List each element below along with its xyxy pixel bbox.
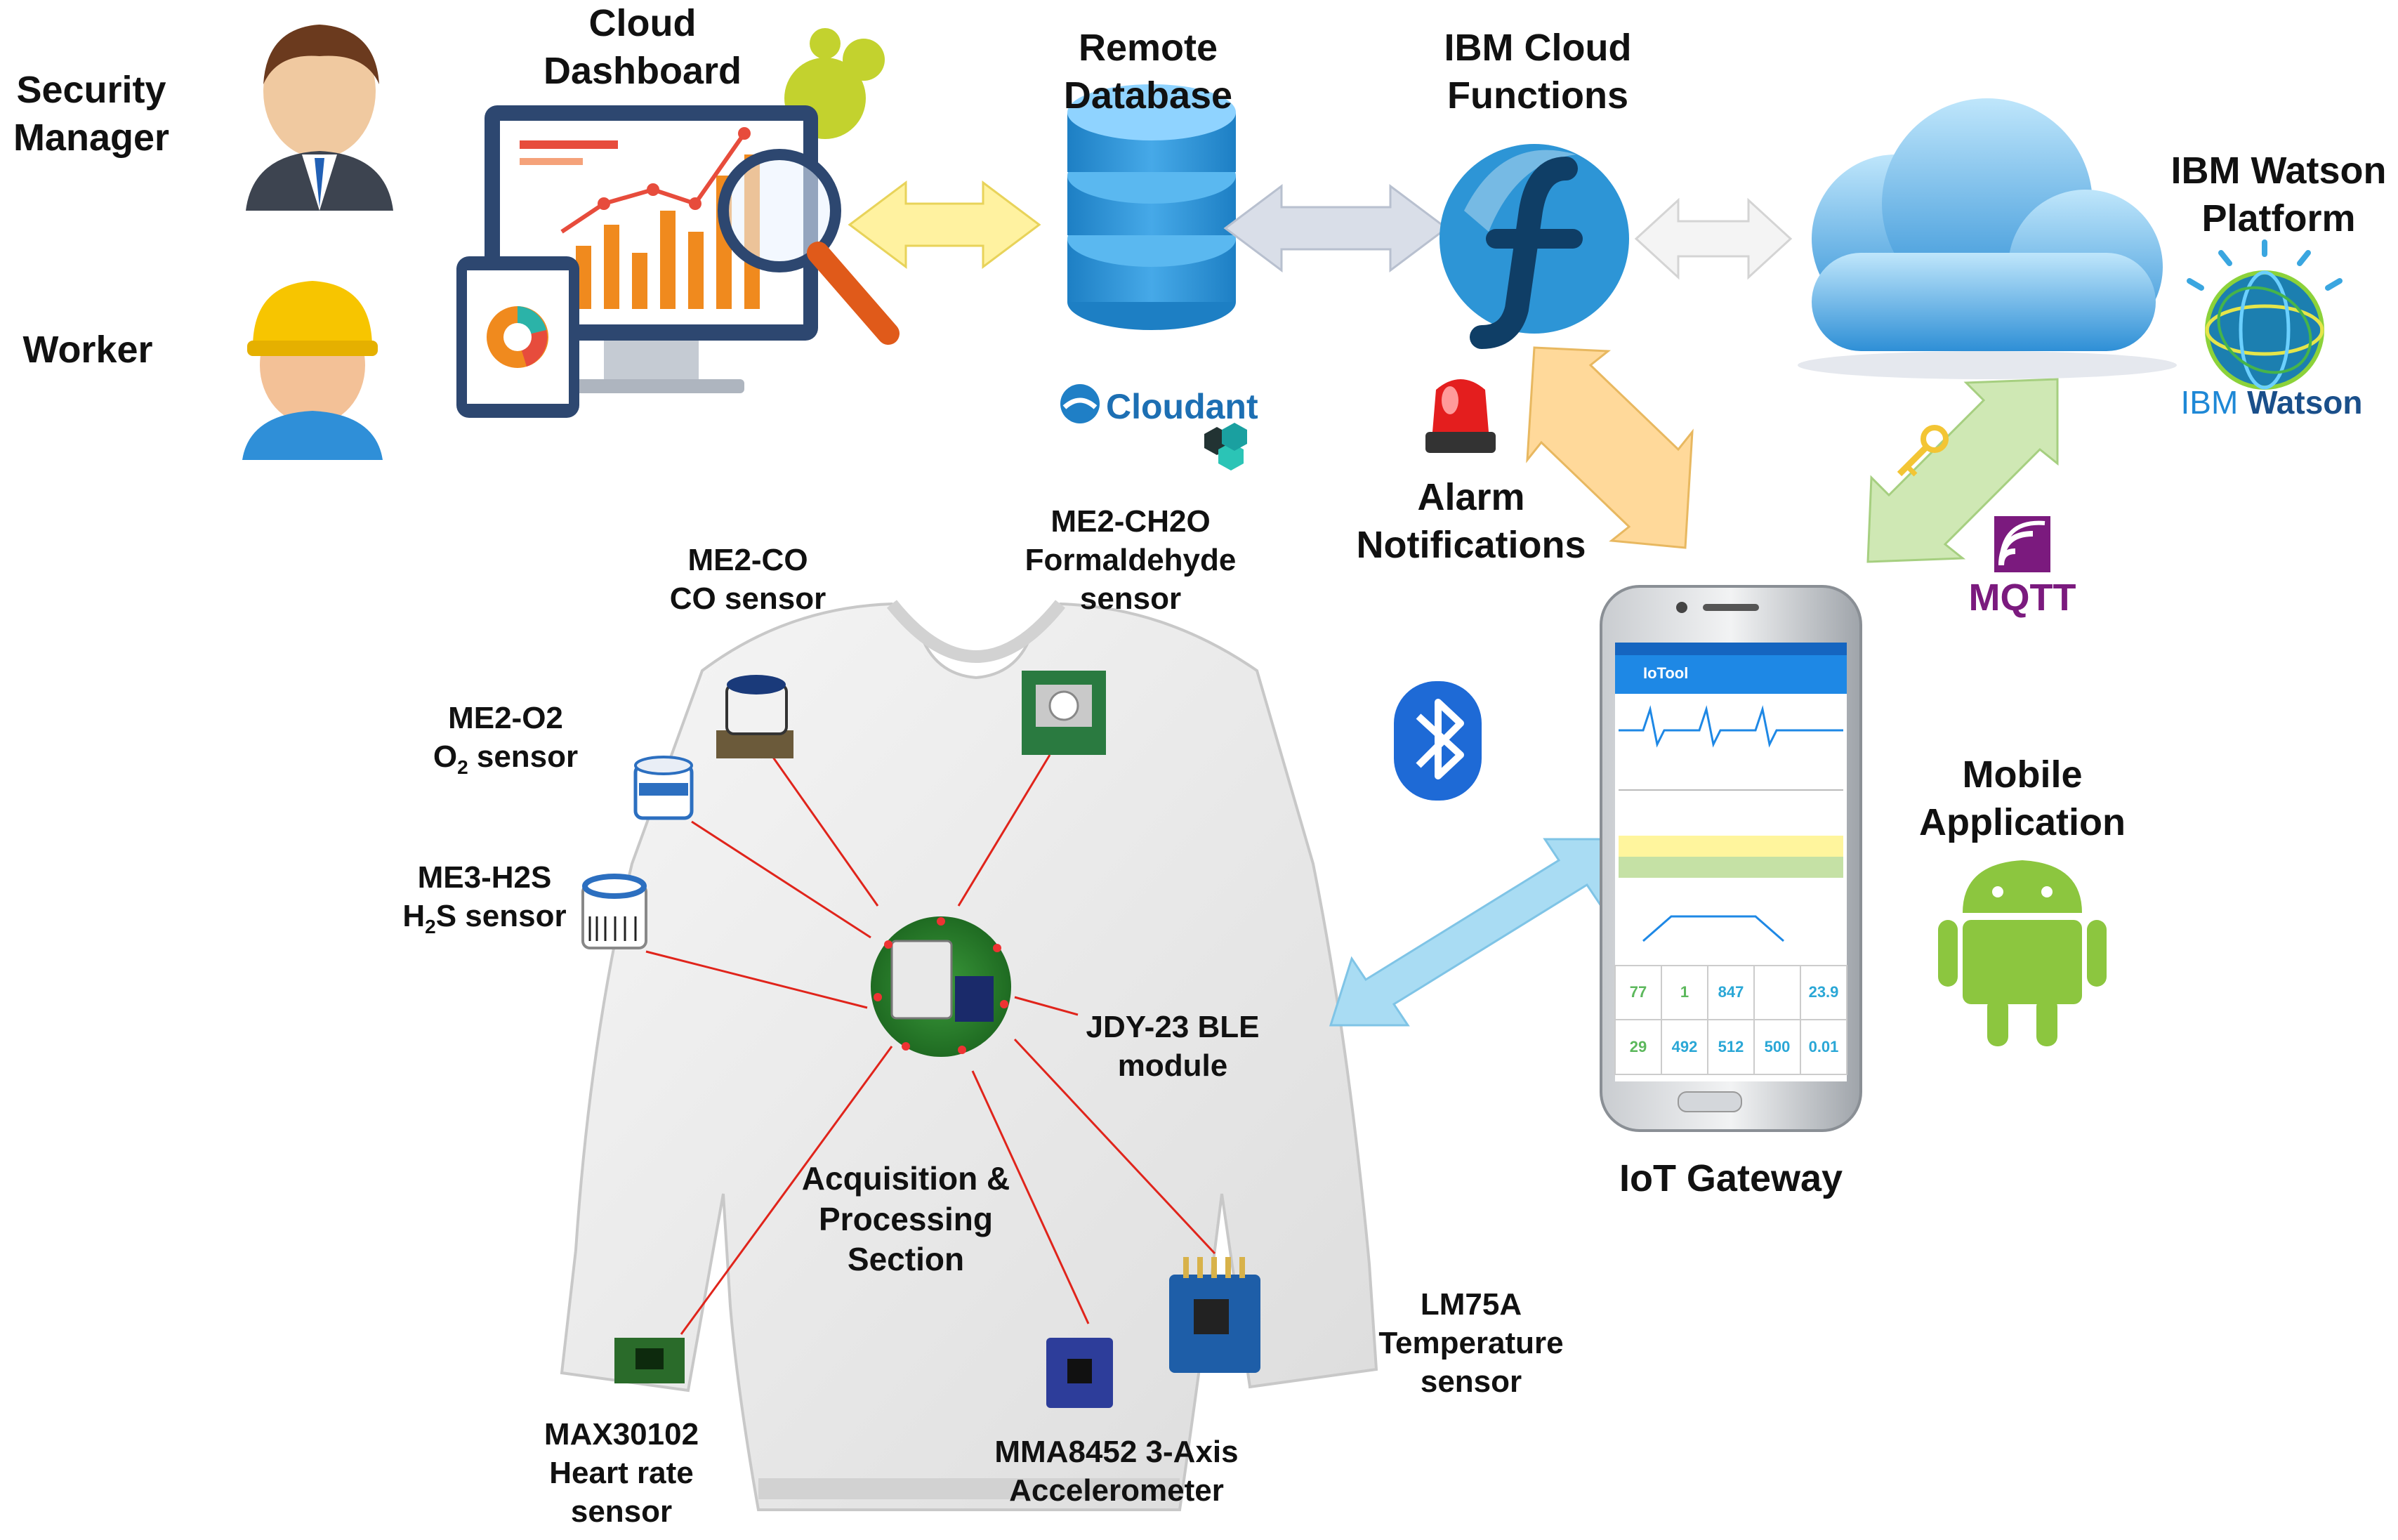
functions-gateway-arrow — [1526, 346, 1694, 549]
link-mma — [971, 1070, 1090, 1324]
tile-value: 1 — [1680, 983, 1689, 1001]
cloudant-logo — [1060, 384, 1247, 470]
android-icon — [1938, 860, 2107, 1046]
me2-co-sensor-icon — [716, 675, 793, 758]
iot-gateway-label: IoT Gateway — [1619, 1157, 1843, 1199]
mqtt-logo-icon — [1994, 516, 2050, 572]
tile-value: 512 — [1718, 1038, 1744, 1055]
me2-ch2o-sensor-icon — [1022, 671, 1106, 755]
ibm-cloud-functions-icon — [1440, 144, 1629, 349]
phone-app-title: IoTool — [1643, 664, 1689, 682]
alarm-siren-icon — [1425, 379, 1496, 453]
me3-h2s-sensor-icon — [581, 874, 647, 949]
sensor-links — [645, 751, 1216, 1335]
tile-value: 500 — [1764, 1038, 1791, 1055]
tile-value: 77 — [1629, 983, 1647, 1001]
lm75a-sensor-icon — [1169, 1257, 1260, 1373]
tile-value: 847 — [1718, 983, 1744, 1001]
link-ch2o — [957, 754, 1051, 907]
link-lm75 — [1013, 1038, 1216, 1255]
me2-o2-label: ME2-O2 O2 sensor — [433, 701, 579, 778]
security-manager-icon — [246, 25, 393, 211]
acquisition-board-icon — [871, 916, 1011, 1057]
cloud-dashboard-icon — [456, 28, 900, 418]
ibm-cloud-icon — [1798, 98, 2177, 379]
cloud-gateway-arrow — [1866, 378, 2059, 563]
link-o2 — [691, 820, 871, 939]
bluetooth-icon — [1394, 681, 1482, 801]
db-functions-arrow — [1223, 184, 1449, 272]
mma8452-sensor-icon — [1046, 1338, 1113, 1408]
link-max — [680, 1046, 893, 1335]
max30102-sensor-icon — [614, 1338, 685, 1383]
cloudant-label: Cloudant — [1106, 387, 1258, 426]
dashboard-db-arrow — [848, 180, 1041, 269]
tile-value: 23.9 — [1808, 983, 1839, 1001]
tile-value: 0.01 — [1808, 1038, 1839, 1055]
iot-gateway-phone — [1600, 585, 1862, 1132]
worker-icon — [242, 281, 383, 460]
me3-h2s-label: ME3-H2S H2S sensor — [402, 860, 567, 937]
link-co — [768, 751, 879, 907]
functions-cloud-arrow — [1634, 197, 1793, 280]
ble-gateway-arrow — [1329, 838, 1616, 1027]
mqtt-label: MQTT — [1968, 577, 2076, 619]
worker-label: Worker — [22, 329, 153, 371]
link-h2s — [645, 950, 868, 1009]
ibm-watson-logo-icon — [2187, 239, 2343, 390]
key-icon — [1897, 425, 1949, 477]
tile-value: 29 — [1629, 1038, 1647, 1055]
ibm-watson-logo-text: IBM Watson — [2180, 384, 2363, 421]
tile-value: 492 — [1671, 1038, 1698, 1055]
me2-o2-sensor-icon — [633, 756, 694, 820]
link-ble — [1014, 996, 1079, 1016]
remote-database-icon — [1067, 84, 1236, 330]
